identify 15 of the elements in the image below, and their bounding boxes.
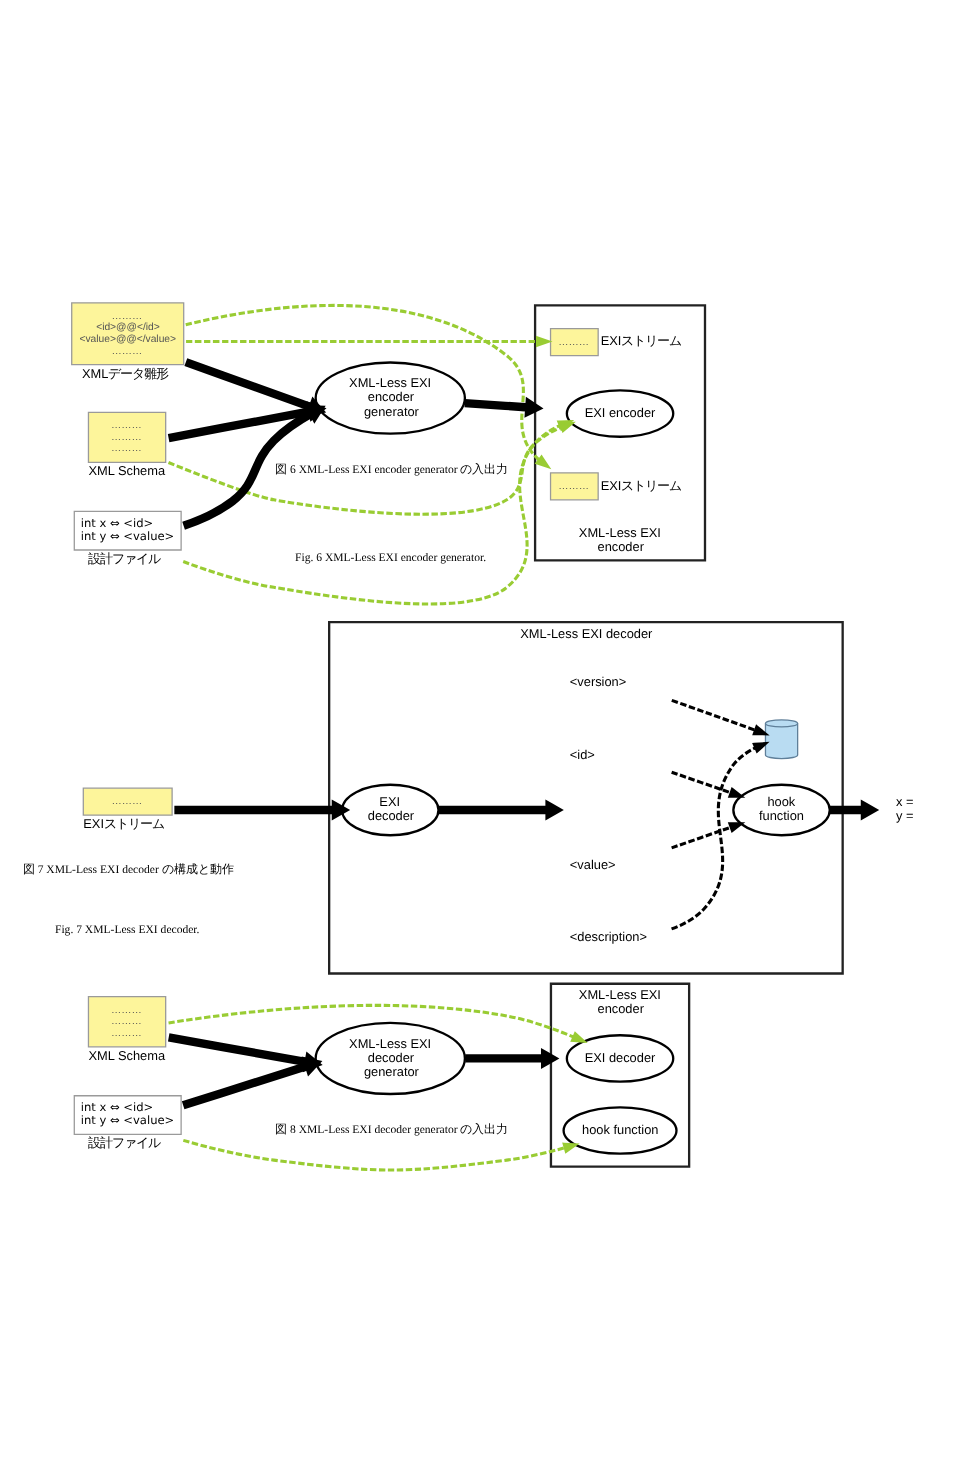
arrow	[186, 334, 553, 347]
arrow	[182, 404, 326, 529]
arrow	[168, 1002, 588, 1043]
arrow	[671, 697, 770, 735]
arrow	[671, 740, 770, 930]
arrow	[182, 1137, 580, 1171]
arrow	[185, 302, 552, 469]
arrow	[671, 821, 746, 849]
arrow	[671, 769, 746, 797]
arrow	[181, 1055, 323, 1109]
arrow	[464, 395, 544, 417]
arrow	[174, 798, 351, 820]
arrow	[465, 1046, 560, 1068]
arrow	[829, 798, 880, 820]
arrow	[438, 798, 564, 820]
